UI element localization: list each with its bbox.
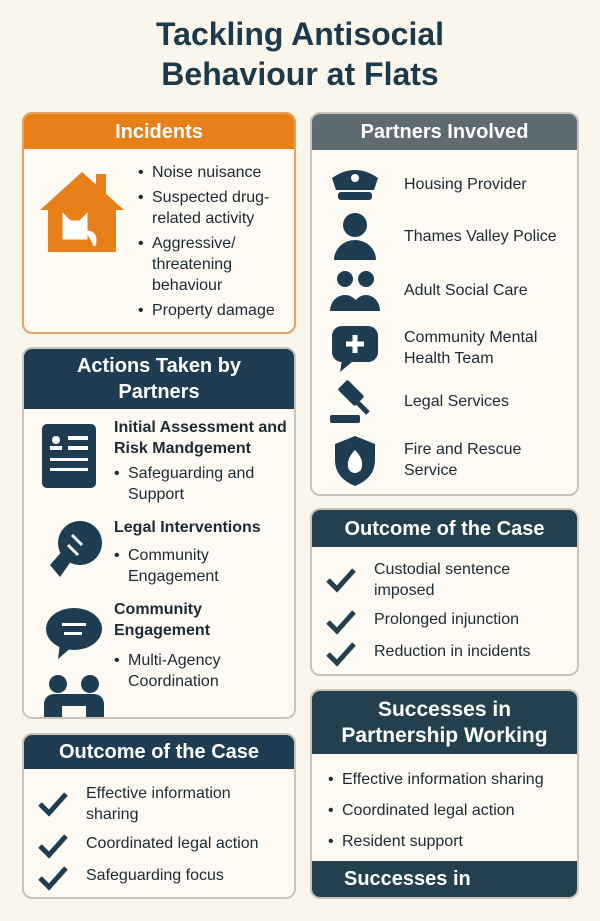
medical-chat-icon [332, 326, 378, 372]
house-cat-icon [40, 172, 124, 252]
partner-label: Community Mental Health Team [404, 329, 538, 367]
successes-header: Successes in Partnership Working [312, 691, 577, 754]
person-icon [334, 213, 376, 260]
outcome-item: Custodial sentence imposed [374, 561, 511, 599]
checkmark-icon [326, 642, 356, 667]
action-title: Legal Interventions [114, 519, 261, 536]
success-item: Coordinated legal action [328, 800, 577, 821]
outcome-right-header: Outcome of the Case [312, 510, 577, 547]
partners-header: Partners Involved [312, 114, 577, 150]
actions-header: Actions Taken by Partners [24, 349, 294, 409]
incident-item: Noise nuisance [138, 162, 288, 183]
title-line-2: Behaviour at Flats [161, 56, 439, 92]
action-bullet: Multi-Agency Coordination [114, 650, 294, 692]
incident-item: Aggressive/ threatening behaviour [138, 233, 288, 296]
checkmark-icon [38, 866, 68, 891]
successes-footer: Successes in [312, 861, 577, 897]
checkmark-icon [326, 610, 356, 635]
success-item: Resident support [328, 831, 577, 852]
incidents-panel: Incidents Noise nuisance Suspected drug-… [22, 112, 296, 334]
people-icon [44, 675, 104, 717]
actions-panel: Actions Taken by Partners Initial Assess… [22, 347, 296, 719]
handshake-icon [50, 521, 102, 577]
partner-label: Thames Valley Police [404, 227, 557, 245]
gavel-icon [330, 380, 370, 423]
outcome-item: Safeguarding focus [86, 867, 224, 884]
action-title: Initial Assessment and Risk Mandgement [114, 419, 287, 457]
group-icon [330, 271, 380, 311]
outcome-item: Effective information sharing [86, 785, 231, 823]
checkmark-icon [326, 568, 356, 593]
incidents-header: Incidents [24, 114, 294, 149]
outcome-left-header: Outcome of the Case [24, 735, 294, 769]
document-icon [42, 424, 96, 488]
incident-item: Suspected drug-related activity [138, 187, 288, 229]
partners-panel: Partners Involved Housing Provider Thame… [310, 112, 579, 496]
successes-panel: Successes in Partnership Working Effecti… [310, 689, 579, 899]
partner-label: Legal Services [404, 392, 509, 410]
partner-label: Adult Social Care [404, 281, 528, 299]
chat-bubble-icon [46, 608, 102, 659]
action-title: Community Engagement [114, 601, 211, 639]
partner-label: Housing Provider [404, 175, 527, 193]
action-bullet: Safeguarding and Support [114, 463, 294, 505]
partner-label: Fire and Rescue Service [404, 441, 522, 479]
police-cap-icon [332, 170, 378, 200]
outcome-left-panel: Outcome of the Case Effective informatio… [22, 733, 296, 899]
outcome-item: Prolonged injunction [374, 611, 519, 628]
action-bullet: Community Engagement [114, 545, 294, 587]
title-line-1: Tackling Antisocial [155, 16, 445, 52]
fire-shield-icon [335, 436, 375, 486]
outcome-right-panel: Outcome of the Case Custodial sentence i… [310, 508, 579, 676]
checkmark-icon [38, 792, 68, 817]
outcome-item: Reduction in incidents [374, 643, 531, 660]
incident-item: Property damage [138, 300, 288, 321]
success-item: Effective information sharing [328, 769, 577, 790]
outcome-item: Coordinated legal action [86, 835, 259, 852]
checkmark-icon [38, 834, 68, 859]
